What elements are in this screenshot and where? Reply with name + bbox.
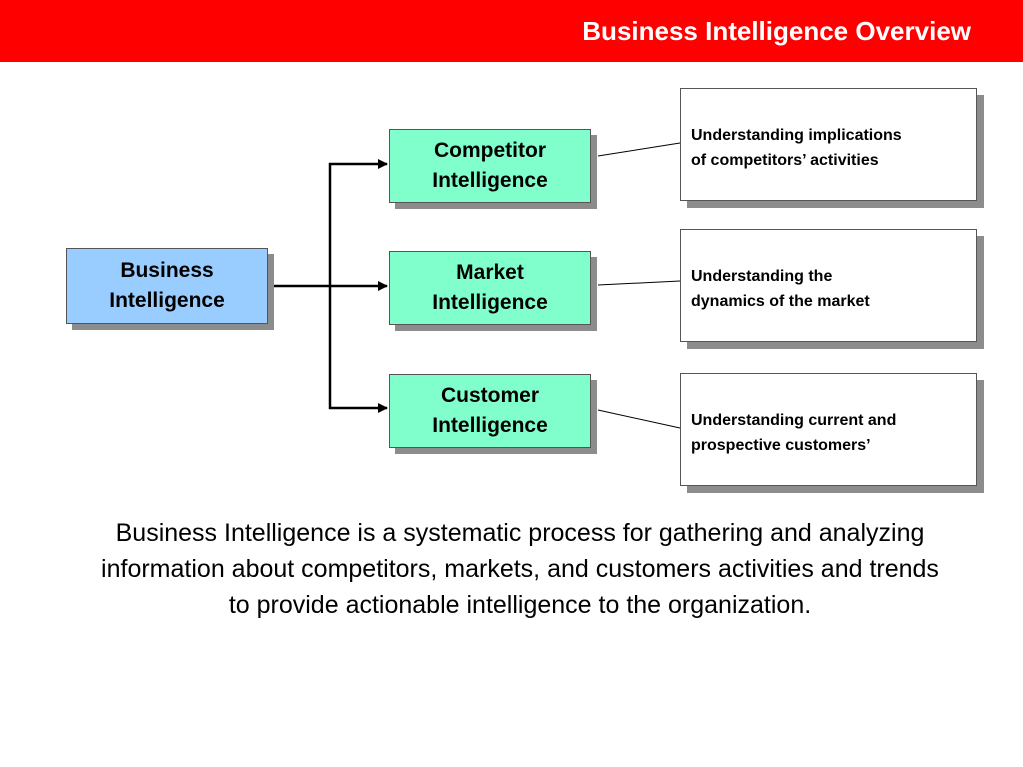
link-competitor-description (597, 142, 681, 157)
link-market-description (597, 280, 681, 286)
slide-title: Business Intelligence Overview (582, 16, 971, 46)
market-description-box: Understanding the dynamics of the market (680, 229, 977, 342)
competitor-description-box: Understanding implications of competitor… (680, 88, 977, 201)
header-bar: Business Intelligence Overview (0, 0, 1023, 62)
business-intelligence-label: Business Intelligence (109, 259, 225, 312)
summary-paragraph: Business Intelligence is a systematic pr… (101, 519, 939, 619)
competitor-description-text: Understanding implications of competitor… (691, 127, 902, 169)
business-intelligence-box: Business Intelligence (66, 248, 268, 324)
market-description-text: Understanding the dynamics of the market (691, 268, 870, 310)
competitor-intelligence-box: Competitor Intelligence (389, 129, 591, 203)
market-intelligence-box: Market Intelligence (389, 251, 591, 325)
customer-intelligence-box: Customer Intelligence (389, 374, 591, 448)
link-customer-description (597, 409, 681, 429)
customer-intelligence-label: Customer Intelligence (432, 384, 548, 437)
customer-description-box: Understanding current and prospective cu… (680, 373, 977, 486)
competitor-intelligence-label: Competitor Intelligence (432, 139, 548, 192)
market-intelligence-label: Market Intelligence (432, 261, 548, 314)
customer-description-text: Understanding current and prospective cu… (691, 412, 897, 454)
